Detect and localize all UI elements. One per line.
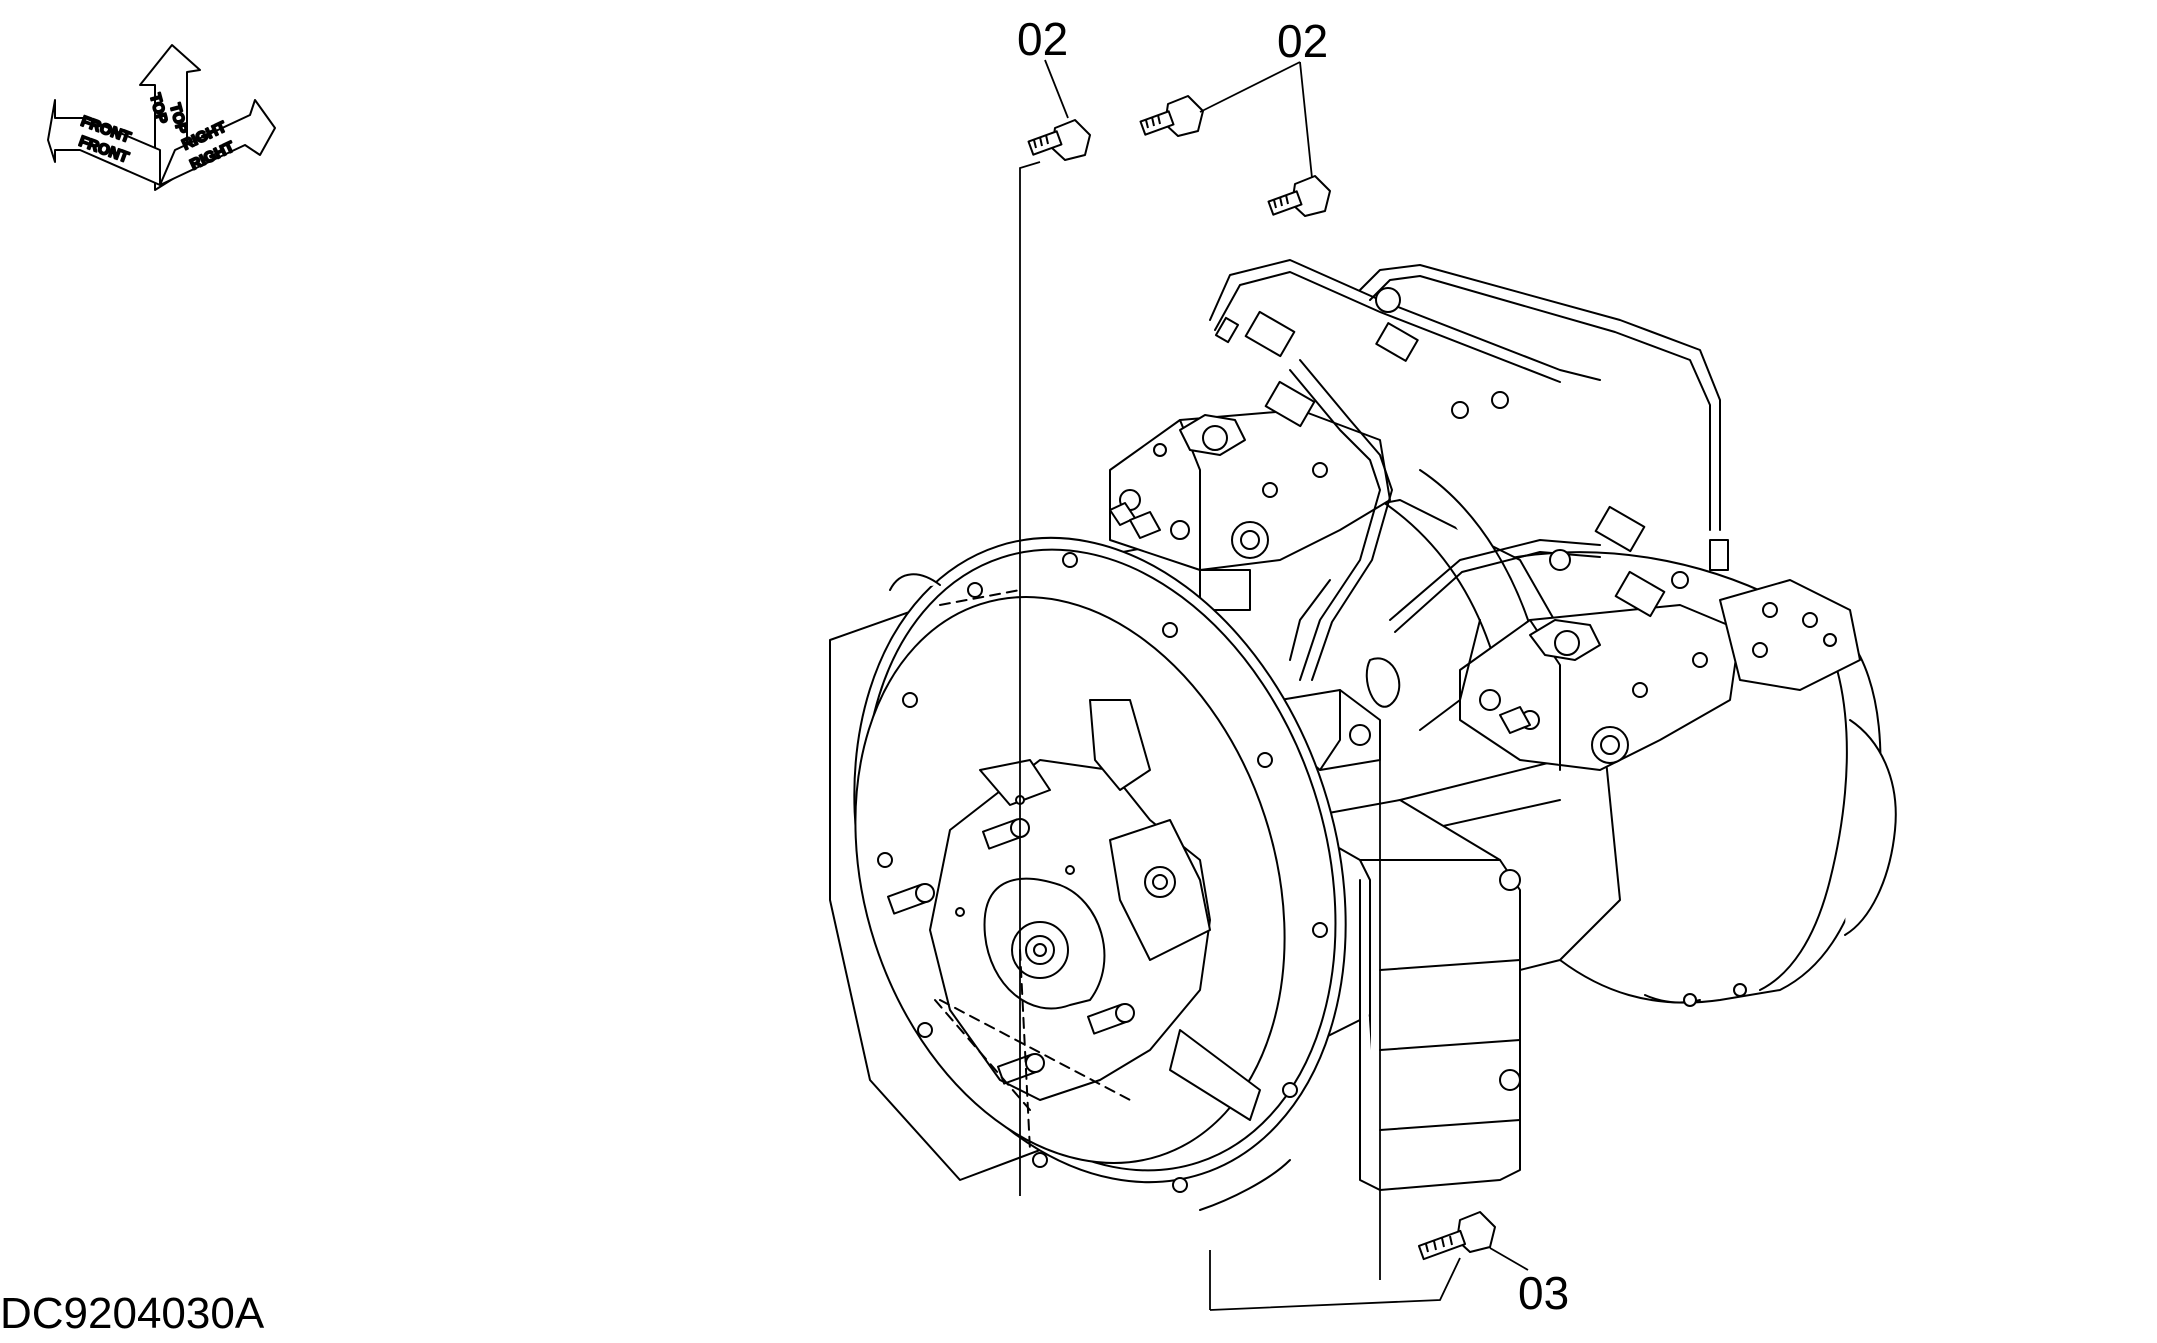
bolts (1027, 95, 1496, 1261)
top-shadow-label: TOP (146, 92, 170, 126)
bolt-upper-left (1027, 119, 1091, 161)
callout-02-upper-right: 02 (1277, 15, 1329, 67)
pilot-piping (1209, 259, 1721, 731)
leader-lower (1489, 1247, 1529, 1271)
bolt-upper-middle (1139, 95, 1204, 137)
leader-upper-left (1044, 59, 1069, 119)
bolt-lower (1417, 1211, 1496, 1261)
hidden-lines (934, 589, 1131, 1151)
bolt-upper-right (1267, 175, 1331, 217)
front-arrow (47, 99, 161, 186)
pipe-fittings (1214, 287, 1729, 618)
right-regulator (1459, 604, 1741, 771)
drawing-code: DC9204030A (0, 1289, 265, 1338)
right-arrow (159, 99, 276, 186)
callout-03-lower: 03 (1518, 1267, 1570, 1319)
main-pump-assembly (829, 259, 1897, 1211)
bracket-bottom (1209, 1250, 1461, 1311)
damper-hub (887, 699, 1261, 1121)
leader-lines (1019, 59, 1529, 1311)
coupling-pins (887, 818, 1135, 1085)
left-regulator (1109, 409, 1391, 611)
orientation-symbol: FRONT FRONT TOP TOP RIGHT RIGHT (47, 44, 276, 191)
leader-upper-right-a (1199, 61, 1301, 113)
bracket-left (1019, 161, 1041, 1196)
callout-02-upper-left: 02 (1017, 13, 1069, 65)
leader-upper-right-b (1299, 61, 1313, 179)
rear-end-cover (1719, 579, 1861, 691)
gear-pump-block (1289, 799, 1521, 1191)
